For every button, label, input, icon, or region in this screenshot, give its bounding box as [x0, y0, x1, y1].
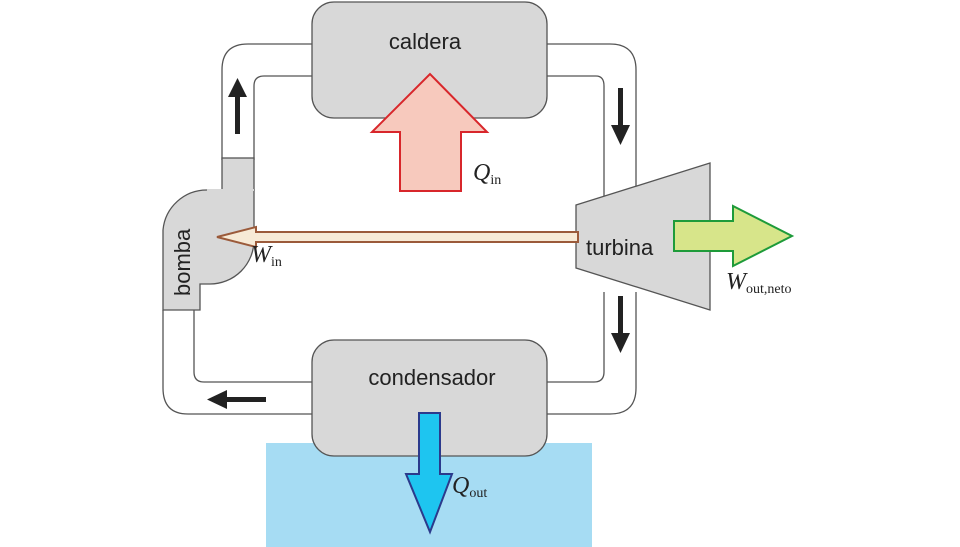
pipe-loop — [162, 43, 637, 415]
heat-out-label: Qout — [452, 473, 487, 501]
flow-arrow-up — [228, 78, 247, 134]
flow-arrow-down-top — [611, 88, 630, 145]
turbine-label: turbina — [586, 235, 654, 260]
work-out-label: Wout,neto — [726, 269, 792, 297]
work-in-arrow — [216, 225, 579, 249]
flow-arrow-down-bottom — [611, 296, 630, 353]
work-in-label: Win — [251, 242, 282, 270]
boiler-label: caldera — [389, 29, 462, 54]
heat-in-arrow — [369, 72, 490, 192]
work-out-arrow — [673, 204, 795, 268]
pump-shape — [162, 157, 255, 311]
condenser-label: condensador — [368, 365, 495, 390]
heat-in-label: Qin — [473, 160, 501, 188]
heat-out-arrow — [404, 412, 454, 535]
pump-label: bomba — [170, 228, 195, 296]
turbine-shape — [575, 162, 711, 311]
flow-arrow-left — [207, 390, 266, 409]
